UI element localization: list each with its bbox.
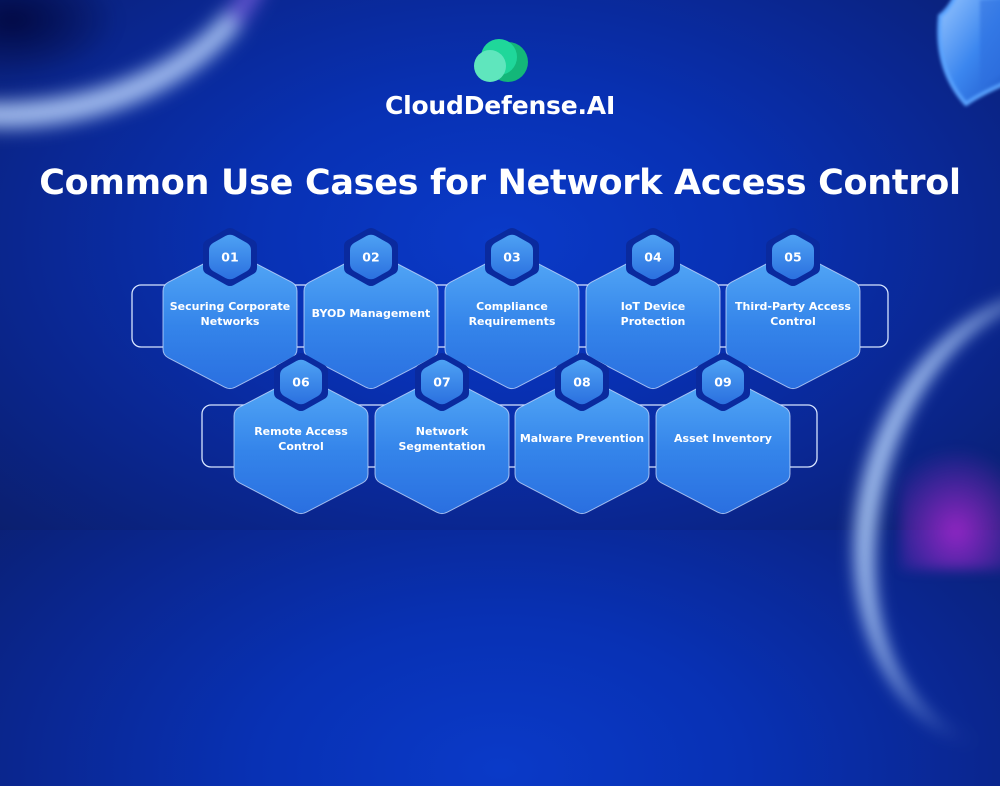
use-case-number: 09 xyxy=(714,375,731,390)
use-case-number: 06 xyxy=(292,375,310,390)
page-title: Common Use Cases for Network Access Cont… xyxy=(39,163,961,203)
use-case-number: 05 xyxy=(784,250,801,265)
brand-name: CloudDefense.AI xyxy=(384,91,616,120)
badge-hexagon xyxy=(209,234,251,280)
cloud-icon xyxy=(474,39,528,82)
badge-hexagon xyxy=(421,359,463,405)
use-case-number: 08 xyxy=(573,375,590,390)
badge-hexagon xyxy=(561,359,603,405)
hexagon-card xyxy=(725,250,861,390)
use-case-label: Requirements xyxy=(469,315,556,328)
brand-logo: CloudDefense.AI xyxy=(0,38,1000,120)
use-case-label: Asset Inventory xyxy=(674,432,772,445)
use-case-label: Malware Prevention xyxy=(520,432,644,445)
badge-hexagon xyxy=(491,234,533,280)
use-case-label: Third-Party Access xyxy=(735,300,851,313)
use-case-number: 04 xyxy=(644,250,662,265)
hexagon-card xyxy=(233,375,369,515)
use-case-number: 02 xyxy=(362,250,379,265)
badge-hexagon xyxy=(632,234,674,280)
hexagon-card xyxy=(655,375,791,515)
use-case-label: Remote Access xyxy=(254,425,348,438)
hexagon-card xyxy=(303,250,439,390)
use-case-label: Control xyxy=(278,440,323,453)
hexagon-card xyxy=(162,250,298,390)
use-case-label: Control xyxy=(770,315,815,328)
badge-hexagon xyxy=(772,234,814,280)
use-case-label: Compliance xyxy=(476,300,548,313)
use-case-label: Segmentation xyxy=(398,440,485,453)
use-case-label: Securing Corporate xyxy=(170,300,291,313)
hexagon-card xyxy=(514,375,650,515)
hexagon-card xyxy=(585,250,721,390)
use-case-label: Protection xyxy=(621,315,686,328)
use-case-label: BYOD Management xyxy=(312,307,431,320)
badge-hexagon xyxy=(280,359,322,405)
use-case-number: 07 xyxy=(433,375,450,390)
badge-hexagon xyxy=(350,234,392,280)
use-case-label: Networks xyxy=(201,315,260,328)
hexagon-card xyxy=(444,250,580,390)
badge-hexagon xyxy=(702,359,744,405)
use-case-number: 03 xyxy=(503,250,520,265)
use-case-number: 01 xyxy=(221,250,238,265)
use-case-label: Network xyxy=(416,425,469,438)
use-case-label: IoT Device xyxy=(621,300,686,313)
hexagon-card xyxy=(374,375,510,515)
